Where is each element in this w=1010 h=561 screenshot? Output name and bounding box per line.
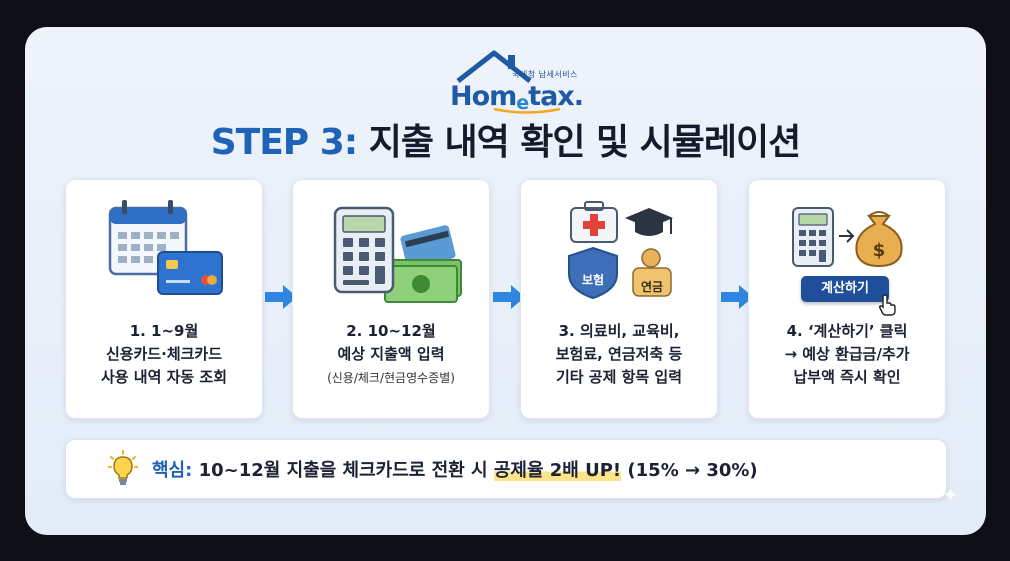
step-card-4: $ 계산하기 4. ‘계산하기’ 클릭 → 예상 환급금/추가 납부액 즉시 확… [748,179,946,419]
key-point-banner: 핵심: 10~12월 지출을 체크카드로 전환 시 공제율 2배 UP! (15… [65,439,947,499]
arrow-right-icon [265,285,297,309]
step-3-line-3: 기타 공제 항목 입력 [555,368,683,386]
hand-pointer-icon [878,294,896,316]
key-point-text: 핵심: 10~12월 지출을 체크카드로 전환 시 공제율 2배 UP! (15… [152,460,758,481]
lightbulb-icon [108,450,138,485]
step-3-line-2: 보험료, 연금저축 등 [555,345,683,363]
hometax-logo: 국세청 납세서비스 Hometax. [440,47,610,114]
step-2-note: (신용/체크/현금영수증별) [327,371,455,385]
step-2-line-1: 2. 10~12월 [346,322,436,340]
insurance-badge-label: 보험 [581,273,605,287]
infographic-card: 국세청 납세서비스 Hometax. STEP 3: 지출 내역 확인 및 시뮬… [25,27,986,535]
insurance-shield-icon [568,246,618,300]
step-1-line-1: 1. 1~9월 [129,322,199,340]
step-4-line-1: 4. ‘계산하기’ 클릭 [786,322,908,340]
calculate-button[interactable]: 계산하기 [801,276,889,302]
step-1-line-2: 신용카드·체크카드 [105,345,223,363]
step-4-line-2: → 예상 환급금/추가 [784,345,910,363]
dollar-sign-icon: $ [873,240,886,261]
calculator-money-bag-icon: $ [792,207,903,268]
arrow-right-icon [493,285,525,309]
logo-wordmark: Hometax. [450,81,584,114]
pension-badge-label: 연금 [640,280,664,294]
step-card-1: 1. 1~9월 신용카드·체크카드 사용 내역 자동 조회 [65,179,263,419]
page-title: STEP 3: 지출 내역 확인 및 시뮬레이션 [210,122,802,163]
logo-swoosh-icon [493,107,561,114]
step-4-line-3: 납부액 즉시 확인 [793,368,901,386]
step-3-line-1: 3. 의료비, 교육비, [558,322,680,340]
deduction-categories-icon [568,201,673,300]
calculator-cash-icon [333,206,462,303]
arrow-right-icon [721,285,753,309]
house-roof-icon [456,50,532,83]
step-1-line-3: 사용 내역 자동 조회 [100,368,228,386]
calendar-credit-card-icon [108,200,223,295]
key-point-label: 핵심: [152,460,193,481]
graduation-cap-icon [625,208,673,236]
medical-kit-icon [570,201,618,243]
step-card-3: 보험 연금 3. 의료비, 교육비, 보험료, 연금저축 등 기타 공제 항목 … [520,179,718,419]
highlight-text: 공제율 2배 UP! [493,460,622,481]
pension-person-icon [632,248,672,297]
step-2-line-2: 예상 지출액 입력 [337,345,445,363]
logo-tagline: 국세청 납세서비스 [512,70,578,79]
sparkle-icon: ✦ [943,485,959,506]
step-card-2: 2. 10~12월 예상 지출액 입력 (신용/체크/현금영수증별) [292,179,490,419]
